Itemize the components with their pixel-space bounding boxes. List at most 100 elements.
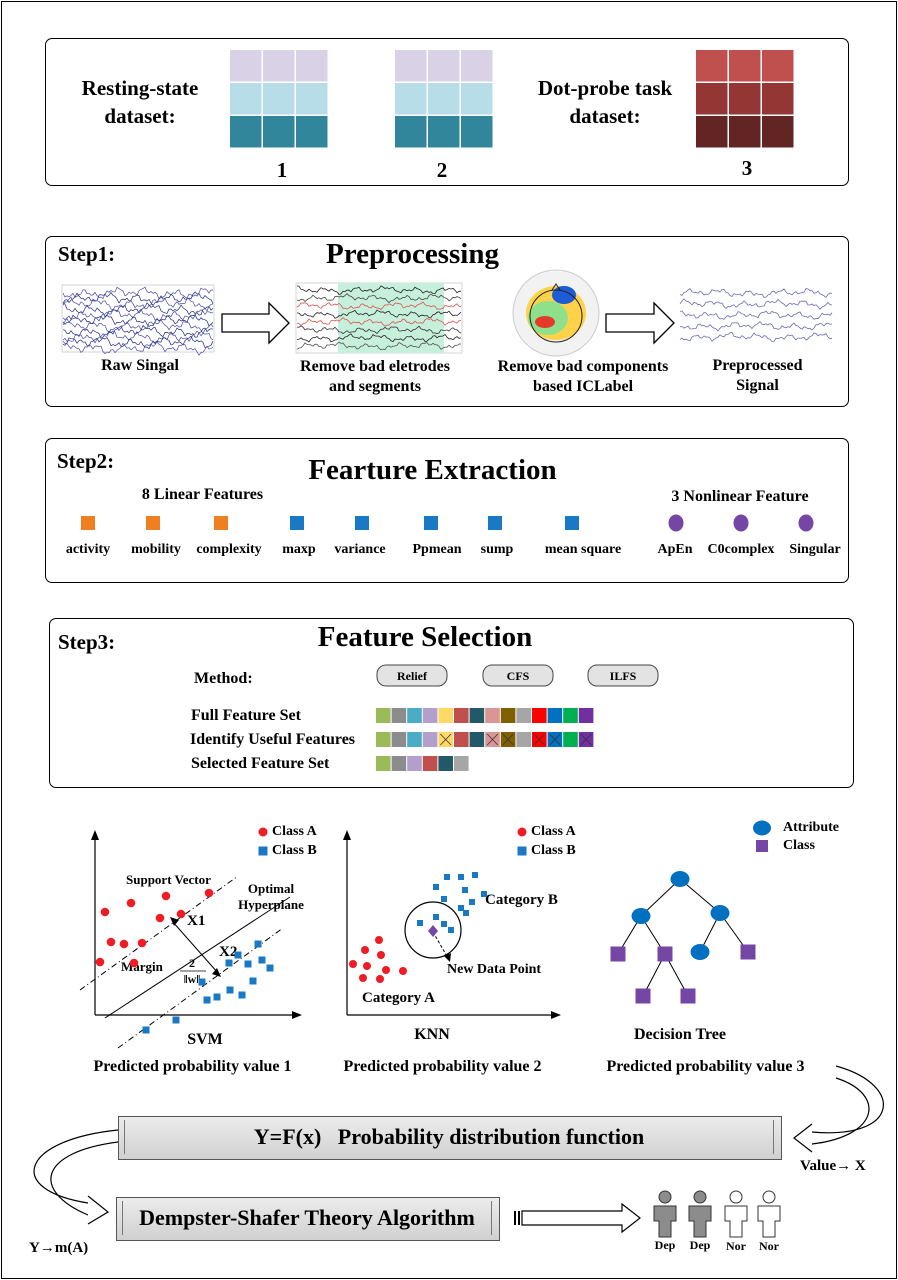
knn-class-a-point — [382, 966, 390, 974]
bad-electrodes-label-1: Remove bad eletrodes — [300, 358, 450, 375]
curved-arrow-left-inner — [50, 1141, 119, 1216]
svm-y-arrow — [91, 830, 99, 840]
useful-set-cell — [422, 732, 438, 747]
knn-class-b-point — [472, 872, 478, 878]
dataset1-grid-cell — [296, 50, 328, 82]
dataset3-grid-cell — [762, 83, 794, 115]
step2-label: Step2: — [57, 449, 115, 473]
method-button-Relief — [376, 664, 448, 687]
svm-class-b-point — [249, 977, 257, 985]
preprocessed-label-1: Preprocessed — [712, 357, 803, 374]
dataset2-grid-cell — [428, 116, 460, 148]
tree-attribute-node — [670, 871, 690, 887]
step1-title: Preprocessing — [326, 238, 499, 270]
knn-category-b: Category B — [485, 892, 558, 908]
knn-class-b-point — [448, 927, 454, 933]
knn-pointer-head — [444, 953, 451, 962]
pdf-box-text: Y=F(x) Probability distribution function — [253, 1124, 645, 1149]
full-set-cell — [563, 708, 578, 723]
full-set-cell — [485, 708, 500, 723]
feature-marker-Singular — [798, 514, 814, 532]
tree-attribute-node — [631, 908, 651, 924]
svm-legend-a-marker — [258, 827, 268, 837]
knn-class-a-point — [349, 960, 357, 968]
svm-class-b-point — [244, 960, 252, 968]
person-nor-1-body — [724, 1205, 748, 1238]
preprocessed-trace — [679, 332, 833, 343]
ds-box-inner-right — [491, 1201, 492, 1235]
removed-feature-cross — [486, 733, 499, 746]
knn-class-a-point — [363, 962, 371, 970]
method-button-ILFS — [587, 664, 659, 687]
method-label: Method: — [194, 670, 253, 687]
knn-class-a-point — [375, 936, 383, 944]
knn-class-a-point — [376, 975, 384, 983]
selected-set-cell — [376, 756, 391, 771]
svm-hyperplane — [104, 896, 291, 1019]
feature-label: mobility — [131, 542, 181, 557]
svm-class-a-point — [176, 909, 186, 919]
feature-marker-activity — [81, 516, 95, 530]
curved-arrow-right-head — [793, 1123, 813, 1153]
svm-name: SVM — [187, 1031, 223, 1048]
dataset3-grid-cell — [696, 116, 728, 148]
svm-class-b-point — [203, 996, 211, 1004]
selected-set-cell — [407, 756, 422, 771]
raw-signal-trace — [62, 302, 214, 318]
dataset3-grid-cell — [729, 50, 761, 82]
tree-class-node — [635, 988, 651, 1004]
full-set-cell — [407, 708, 422, 723]
dataset2-grid-cell — [395, 116, 427, 148]
knn-class-b-point — [444, 874, 450, 880]
svm-margin-line-lower — [117, 927, 284, 1049]
person-label-2: Dep — [689, 1238, 711, 1252]
knn-category-a: Category A — [362, 990, 435, 1006]
electrode-trace — [296, 285, 462, 295]
nonlinear-features-header: 3 Nonlinear Feature — [671, 488, 809, 505]
tree-attribute-node — [690, 944, 710, 960]
dataset3-grid-cell — [762, 50, 794, 82]
svm-optimal-label-1: Optimal — [247, 881, 295, 896]
removed-feature-cross — [502, 733, 514, 746]
electrode-trace — [296, 341, 461, 351]
knn-class-b-point — [441, 896, 447, 902]
knn-class-a-point — [359, 974, 367, 982]
identify-arrow-bar-1 — [514, 1211, 516, 1225]
svm-class-b-point — [254, 940, 262, 948]
dataset1-grid-cell — [263, 50, 295, 82]
useful-set-cell — [454, 732, 469, 747]
knn-class-b-point — [469, 899, 475, 905]
preprocessed-trace — [679, 298, 833, 310]
person-nor-2-body — [757, 1205, 781, 1238]
full-set-cell — [438, 708, 453, 723]
topomap-nose — [551, 283, 561, 291]
raw-signal-trace — [62, 314, 214, 327]
pdf-box — [118, 1116, 782, 1160]
electrode-trace — [296, 301, 462, 311]
person-dep-1-body — [653, 1205, 677, 1238]
feature-marker-complexity — [214, 516, 228, 530]
svm-class-a-point — [161, 891, 171, 901]
svm-fraction-denominator: ‖w‖ — [183, 972, 201, 986]
useful-set-cell — [516, 732, 531, 747]
step2-panel — [45, 438, 849, 583]
svm-x2-label: X2 — [219, 944, 238, 960]
svm-class-b-point — [258, 956, 266, 964]
resting-state-label-line1: Resting-state — [81, 76, 199, 100]
svm-class-a-point — [137, 938, 147, 948]
svm-margin-arrow-head-1 — [170, 917, 179, 926]
person-dep-1-head — [658, 1190, 672, 1204]
svm-class-b-point — [238, 991, 246, 999]
tree-class-node — [740, 944, 756, 960]
raw-signal-label: Raw Singal — [101, 357, 179, 374]
arrow-raw-to-electrodes — [221, 301, 290, 345]
person-label-4: Nor — [759, 1239, 779, 1253]
svm-support-vector-label: Support Vector — [126, 872, 211, 887]
bad-components-label-2: based ICLabel — [532, 378, 634, 395]
full-set-cell — [578, 708, 594, 723]
curved-arrow-left-head — [87, 1195, 110, 1225]
dataset2-grid-cell — [428, 83, 460, 115]
selected-set-cell — [422, 756, 438, 771]
bad-electrodes-label-2: and segments — [328, 378, 421, 395]
selected-set-cell — [438, 756, 453, 771]
